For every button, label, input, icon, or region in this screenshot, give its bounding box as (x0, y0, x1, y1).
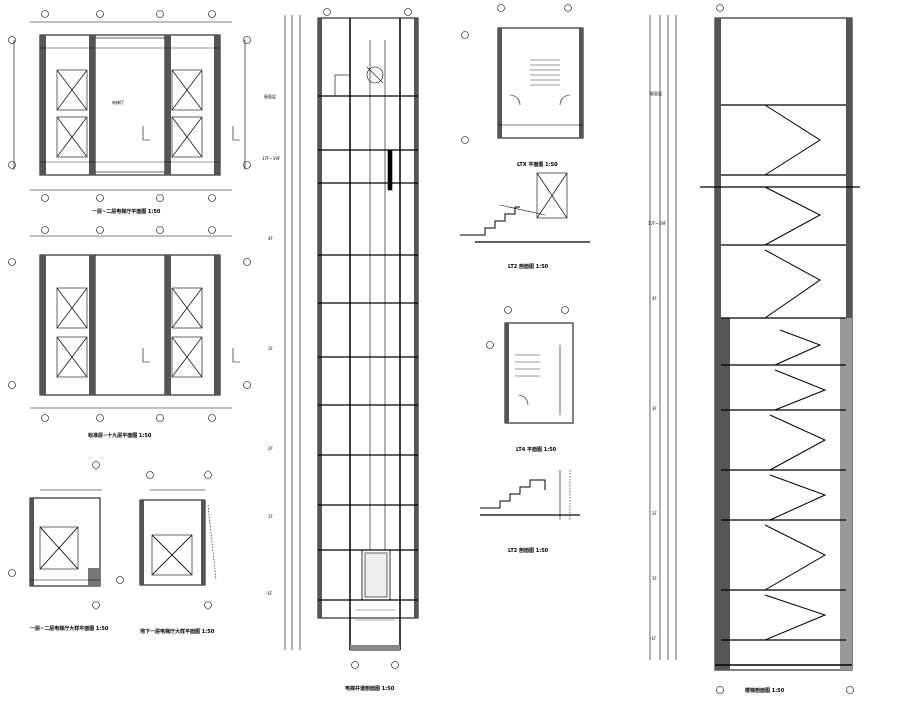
ltx-plan (461, 4, 584, 144)
pit-plan-1 (8, 461, 102, 609)
caption-ltx-plan: LTX 平面图 1:50 (517, 161, 558, 168)
shaft-floor-4f: 4F (268, 236, 274, 241)
stair-roof: 屋面层 (650, 90, 662, 96)
shaft-floor-top: 17F~19F (262, 156, 281, 161)
lt4-plan (486, 306, 574, 424)
caption-pit-plan-1: 一层~二层电梯厅大样平面图 1:50 (30, 625, 109, 632)
shaft-floor-3f: 3F (268, 346, 274, 351)
stair-floor-4f: 4F (652, 296, 658, 301)
caption-pit-plan-2: 地下一层电梯厅大样平面图 1:50 (140, 628, 215, 635)
stair-floor-2f: 2F (652, 511, 658, 516)
lt2-section (460, 172, 590, 243)
caption-lt2-section-b: LT2 剖面图 1:50 (508, 547, 549, 554)
caption-core-plan-1: 一层~二层电梯厅平面图 1:50 (92, 208, 161, 215)
stair-section (649, 4, 860, 694)
stair-floor-1f: 1F (652, 576, 658, 581)
shaft-section (284, 8, 419, 669)
lift-room-label-1: 电梯厅 (112, 99, 124, 105)
shaft-roof: 屋面层 (264, 93, 276, 99)
caption-shaft-section: 电梯井道剖面图 1:50 (345, 685, 395, 692)
caption-stair-section: 楼梯剖面图 1:50 (745, 687, 785, 694)
shaft-floor-2f: 2F (268, 446, 274, 451)
shaft-floor-1f: 1F (268, 514, 274, 519)
shaft-floor-b1: -1F (266, 591, 273, 596)
caption-core-plan-2: 标准层~十九层平面图 1:50 (87, 432, 152, 439)
stair-floor-3f: 3F (652, 406, 658, 411)
caption-lt4-plan: LT4 平面图 1:50 (516, 446, 557, 453)
stair-floor-top: 17F~19F (648, 221, 667, 226)
pit-plan-2 (116, 471, 217, 609)
core-plan-1 (8, 10, 251, 202)
lt2-section-b (480, 470, 580, 520)
stair-floor-b1: -1F (650, 636, 657, 641)
core-plan-2 (8, 226, 251, 422)
caption-lt2-section: LT2 剖面图 1:50 (508, 263, 549, 270)
